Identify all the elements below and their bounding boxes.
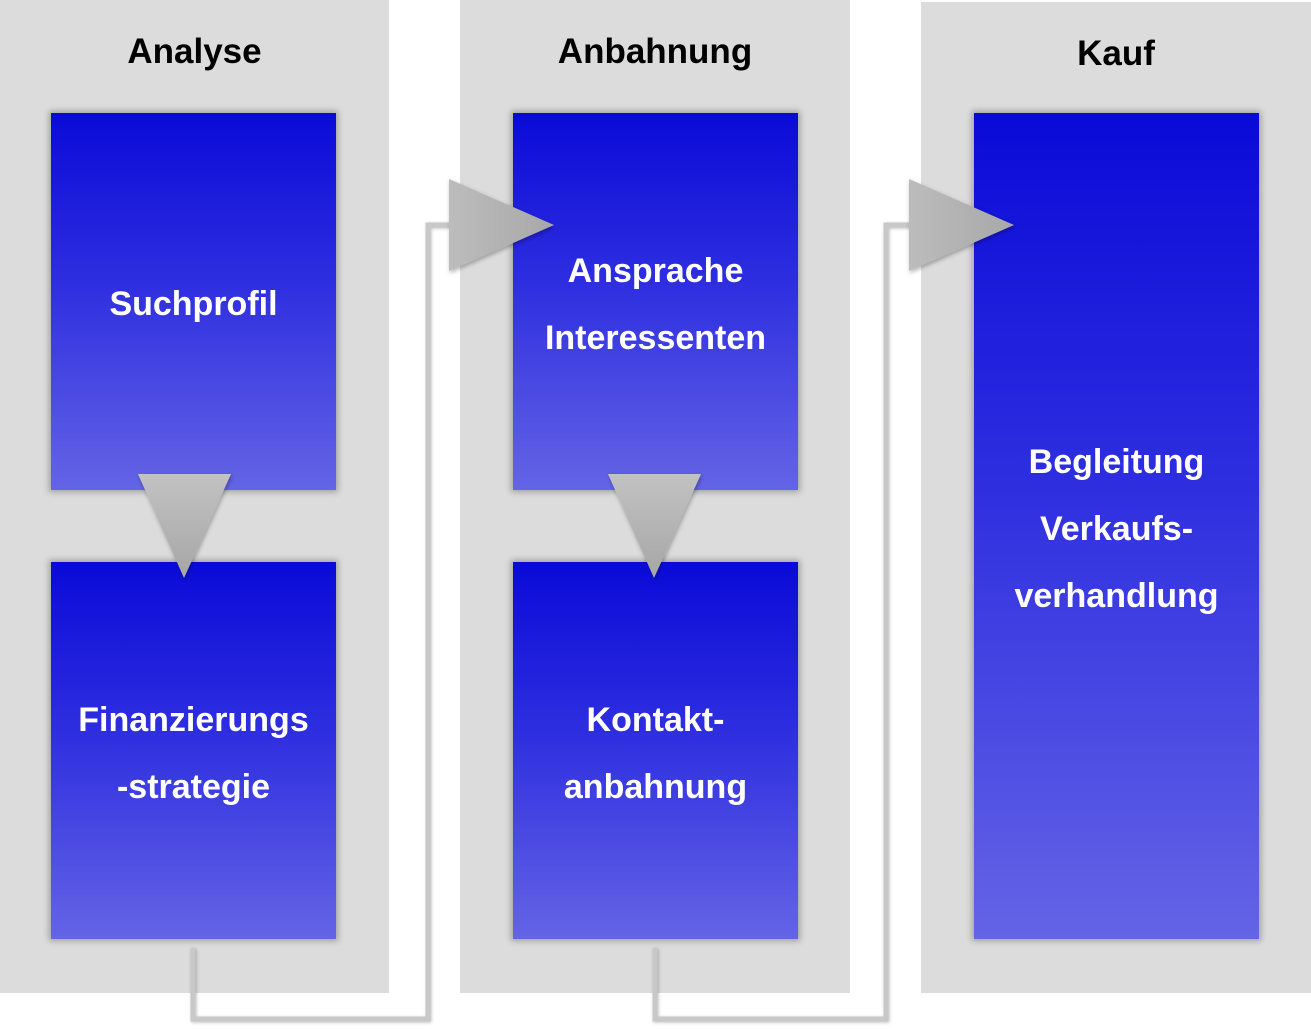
box-label-line: verhandlung (1014, 577, 1219, 615)
box-label-line: Kontakt- (586, 701, 725, 739)
process-box-begleitung-verkaufsverhandlung: Begleitung Verkaufs- verhandlung (974, 113, 1259, 939)
box-label-line: Verkaufs- (1039, 510, 1194, 548)
box-label-line: -strategie (116, 768, 271, 806)
box-label-line: Interessenten (544, 319, 767, 357)
box-label-line: Suchprofil (109, 285, 278, 323)
box-label-line: Finanzierungs (78, 701, 309, 739)
box-label-line: Begleitung (1028, 443, 1205, 481)
process-box-finanzierungsstrategie: Finanzierungs -strategie (51, 562, 336, 939)
box-label-line: Ansprache (567, 252, 744, 290)
stage-title-anbahnung: Anbahnung (557, 32, 753, 71)
box-label-line: anbahnung (563, 768, 748, 806)
process-box-kontaktanbahnung: Kontakt- anbahnung (513, 562, 798, 939)
stage-title-analyse: Analyse (127, 32, 262, 71)
stage-title-kauf: Kauf (1077, 34, 1155, 73)
process-box-suchprofil: Suchprofil (51, 113, 336, 490)
process-box-ansprache-interessenten: Ansprache Interessenten (513, 113, 798, 490)
